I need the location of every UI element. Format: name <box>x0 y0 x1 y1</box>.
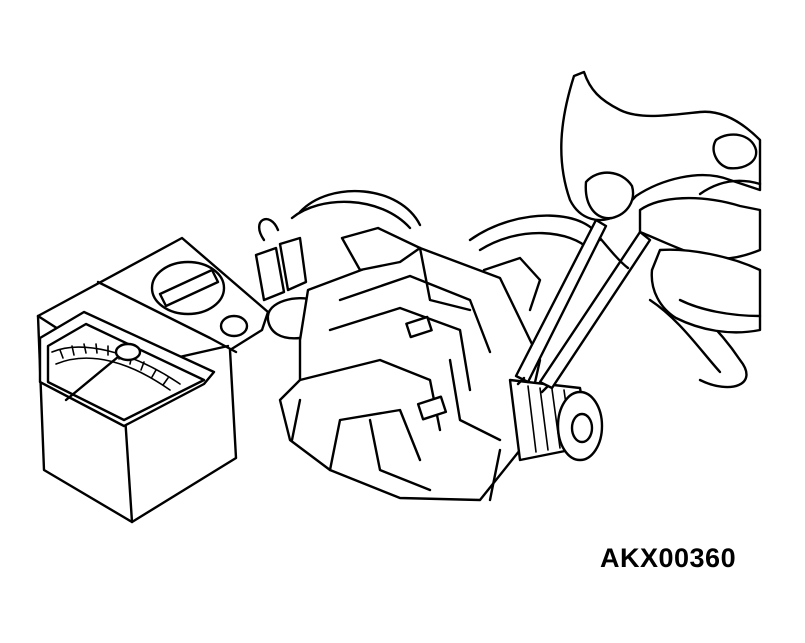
meter-needle <box>64 350 126 402</box>
zero-adjust-knob <box>219 314 249 338</box>
threaded-fitting <box>508 378 604 462</box>
multimeter <box>36 236 270 524</box>
technician-hand <box>560 70 762 334</box>
test-probes <box>514 218 652 394</box>
probe-left <box>514 218 608 384</box>
thumb-nail <box>584 171 635 220</box>
component-under-test <box>266 226 542 502</box>
lead-connectors <box>254 218 308 302</box>
figure-code-label: AKX00360 <box>600 543 737 573</box>
needle-pivot <box>114 342 142 362</box>
